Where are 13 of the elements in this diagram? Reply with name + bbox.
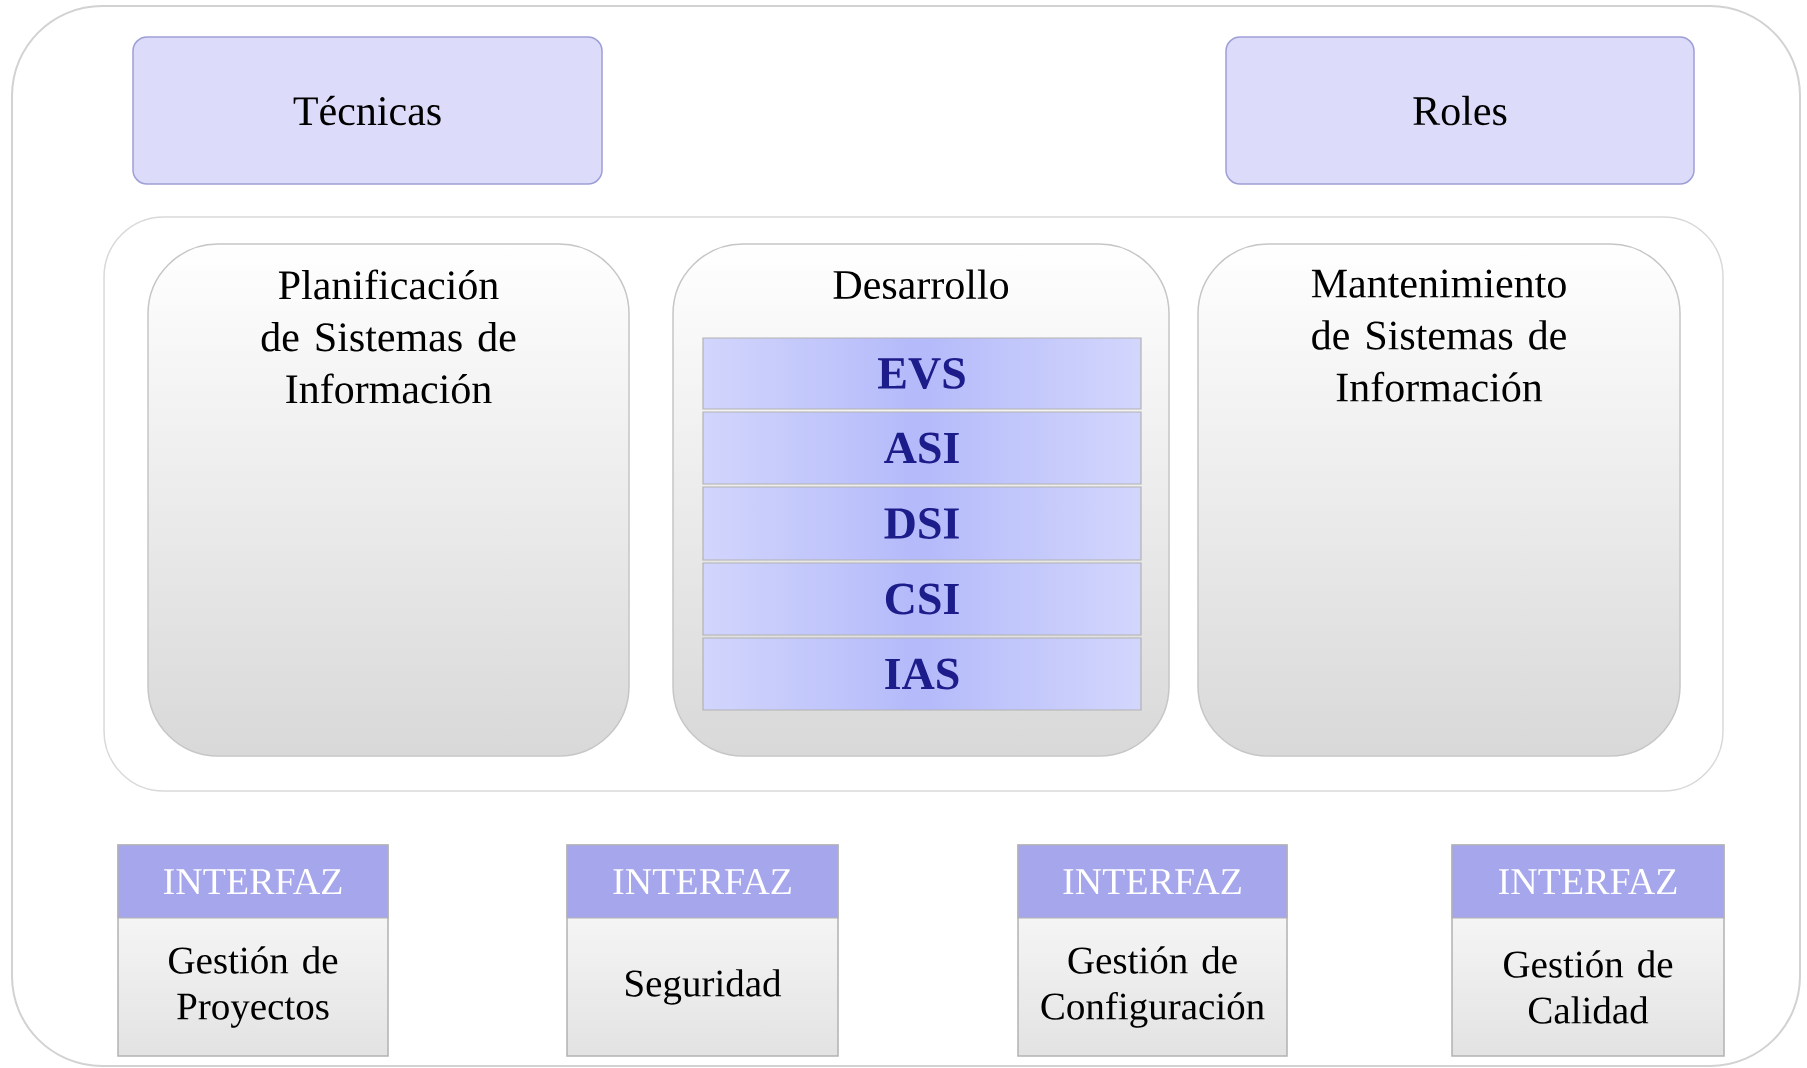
process-bar: CSI — [702, 562, 1142, 636]
process-bar: ASI — [702, 411, 1142, 485]
label-box: Técnicas — [132, 36, 603, 185]
interface-box: INTERFAZ Seguridad — [566, 844, 839, 1057]
label-box: Roles — [1225, 36, 1695, 185]
process-bar: DSI — [702, 486, 1142, 561]
phase-box: Mantenimiento de Sistemas de Información — [1197, 243, 1681, 757]
process-bar: EVS — [702, 337, 1142, 410]
interface-box: INTERFAZ Gestión de Proyectos — [117, 844, 389, 1057]
interface-box: INTERFAZ Gestión de Calidad — [1451, 844, 1725, 1057]
process-bar: IAS — [702, 637, 1142, 711]
phase-box: Planificación de Sistemas de Información — [147, 243, 630, 757]
interface-box: INTERFAZ Gestión de Configuración — [1017, 844, 1288, 1057]
